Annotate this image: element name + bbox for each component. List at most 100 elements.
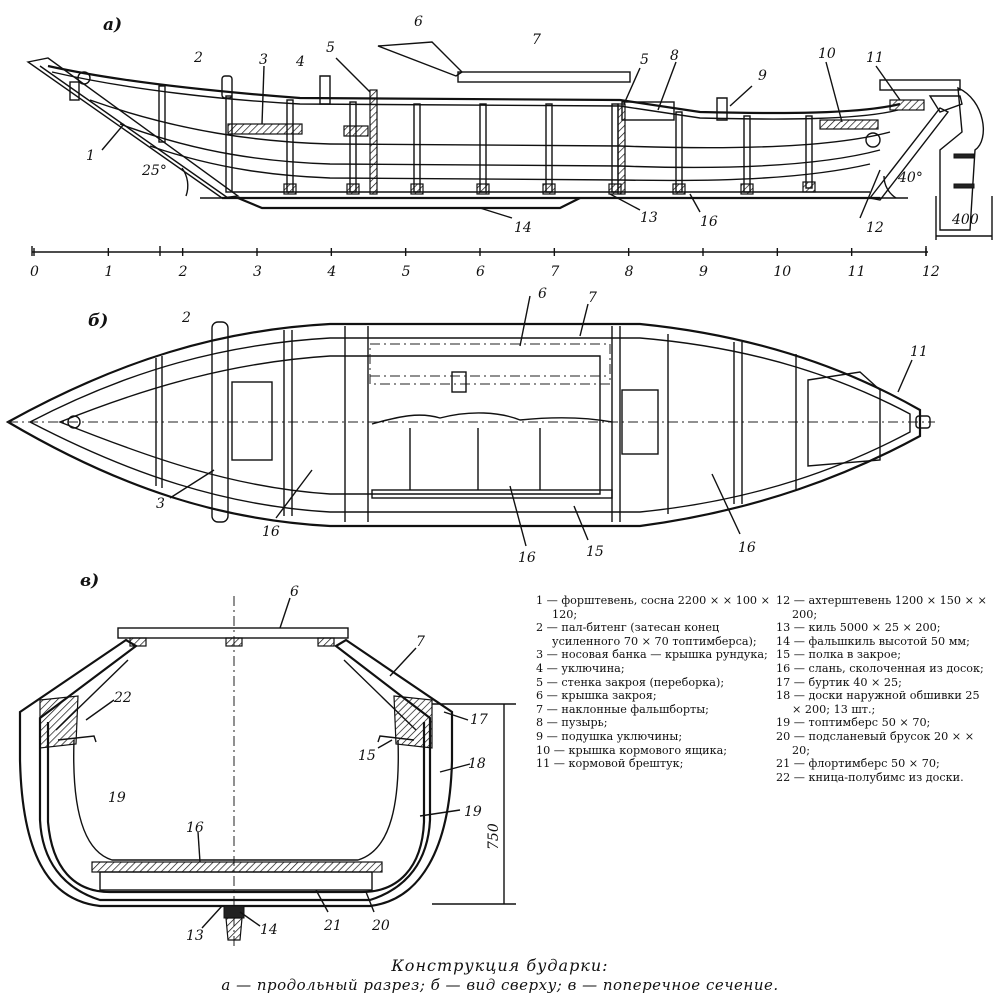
callout: 20	[371, 918, 390, 934]
plan-view: б)	[5, 286, 935, 566]
section-frame	[46, 722, 426, 894]
scale-label: 2	[178, 264, 188, 280]
plan-callouts: 2 3 16 6 7 16 15 11 16	[156, 286, 928, 566]
section-callouts: 6 7 22 17 15 18 19 19 16 13 14 21 20	[85, 584, 488, 944]
tiller	[879, 79, 961, 91]
callout: 15	[586, 544, 604, 560]
bow-angle-arc	[181, 167, 189, 197]
scale-label: 6	[476, 264, 485, 280]
legend-item: 15 — полка в закрое;	[776, 648, 901, 662]
legend-item: 14 — фальшкиль высотой 50 мм;	[776, 634, 970, 648]
stern-post	[868, 107, 950, 201]
scale-label: 0	[30, 264, 39, 280]
legend-item: 1 — форштевень, сосна 2200 × × 100 × 120…	[536, 594, 770, 621]
stern-breasthook	[889, 99, 925, 111]
bulkhead-fore	[369, 89, 378, 195]
callout: 2	[193, 50, 203, 66]
plan-shelf	[371, 489, 613, 499]
section-hatch-cover	[117, 627, 349, 639]
legend-item: 22 — кница-полубимс из доски.	[776, 770, 964, 784]
scale-label: 8	[625, 264, 634, 280]
figure-caption-title: Конструкция бударки:	[391, 956, 609, 975]
sheer-line	[47, 64, 901, 115]
callout: 5	[326, 40, 335, 56]
legend-item: 16 — слань, сколоченная из досок;	[776, 661, 984, 675]
legend-left: 1 — форштевень, сосна 2200 × × 100 × 120…	[536, 594, 772, 771]
scale-label: 1	[104, 264, 113, 280]
callout: 16	[518, 550, 536, 566]
view-label-b: б)	[88, 311, 108, 331]
callout: 10	[818, 46, 836, 62]
scale-label: 11	[848, 264, 866, 280]
legend-item: 9 — подушка уключины;	[536, 729, 683, 743]
callout: 16	[262, 524, 280, 540]
section-knee-left	[39, 695, 79, 749]
callout: 6	[414, 14, 423, 30]
callout: 11	[866, 50, 884, 66]
rudder	[939, 86, 984, 231]
plan-frames	[155, 326, 797, 522]
callout: 7	[532, 32, 541, 48]
plan-outline	[5, 322, 922, 528]
false-keel	[237, 196, 581, 210]
section-keel	[223, 905, 245, 919]
scale-label: 7	[550, 264, 559, 280]
air-tank	[621, 101, 675, 121]
callout: 6	[538, 286, 547, 302]
plan-locker-lid	[231, 381, 273, 461]
stern-angle-arc	[883, 175, 897, 199]
scale-label: 9	[699, 264, 708, 280]
callout: 19	[108, 790, 126, 806]
legend-item: 17 — буртик 40 × 25;	[776, 675, 902, 689]
view-label-a: а)	[103, 15, 122, 35]
plan-samson	[211, 321, 229, 523]
callout: 22	[113, 690, 132, 706]
legend-item: 19 — топтимберс 50 × 70;	[776, 716, 931, 730]
samson-post	[221, 75, 233, 99]
callout: 12	[866, 220, 884, 236]
callout: 1	[86, 148, 95, 164]
plan-hatch	[369, 343, 611, 385]
hatch-cover	[457, 71, 631, 83]
legend-item: 18 — доски наружной обшивки 25 × 200; 13…	[776, 689, 980, 716]
callout: 3	[156, 496, 165, 512]
floor-timbers	[283, 181, 816, 195]
legend-item: 6 — крышка закроя;	[536, 689, 657, 703]
legend-item: 12 — ахтерштевень 1200 × 150 × × 200;	[776, 594, 987, 621]
stern-dim: 400	[951, 212, 979, 228]
angle-stern: 40°	[897, 170, 923, 186]
callout: 16	[186, 820, 204, 836]
callout: 7	[416, 634, 425, 650]
section-floor	[91, 861, 383, 873]
scale-label: 10	[773, 264, 791, 280]
legend-item: 7 — наклонные фальшборты;	[536, 702, 709, 716]
legend-item: 20 — подсланевый брусок 20 × × 20;	[776, 729, 975, 757]
oarlock-aft	[716, 97, 728, 121]
angle-bow: 25°	[141, 163, 167, 179]
callout: 6	[290, 584, 299, 600]
callout: 19	[464, 804, 482, 820]
callout: 11	[910, 344, 928, 360]
legend-item: 10 — крышка кормового ящика;	[536, 743, 728, 757]
callout: 5	[640, 52, 649, 68]
callout: 16	[738, 540, 756, 556]
scale-label: 4	[326, 264, 336, 280]
callout: 13	[640, 210, 658, 226]
profile-view: а)	[26, 14, 993, 240]
section-knee-right	[393, 695, 433, 749]
callout: 17	[470, 712, 488, 728]
stem	[26, 57, 240, 199]
callout: 21	[323, 918, 342, 934]
oarlock-fore	[319, 75, 331, 105]
callout: 8	[670, 48, 679, 64]
scale-label: 3	[253, 264, 262, 280]
callout: 18	[468, 756, 486, 772]
callout: 2	[181, 310, 191, 326]
section-hull	[18, 638, 454, 908]
callout: 14	[514, 220, 532, 236]
legend-item: 8 — пузырь;	[536, 716, 608, 730]
legend-item: 13 — киль 5000 × 25 × 200;	[776, 621, 941, 635]
callout: 16	[700, 214, 718, 230]
